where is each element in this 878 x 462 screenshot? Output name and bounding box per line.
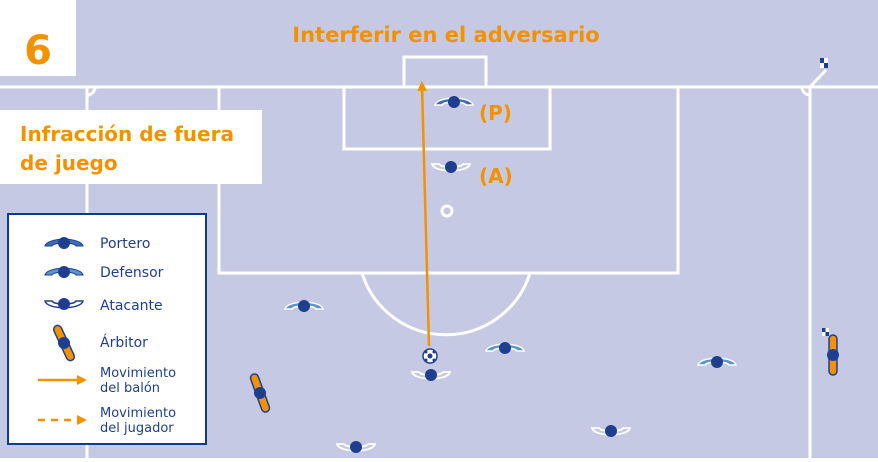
legend-player-move-2: del jugador [100,421,174,436]
attacker [410,369,452,381]
subtitle-line-1: Infracción de fuera [20,122,234,146]
attacker-icon [44,298,84,310]
referee-icon [52,324,76,362]
assistant-flag-icon [822,328,829,336]
subtitle-box [0,110,262,184]
attacker-a [430,161,472,173]
legend-referee: Árbitor [100,334,148,351]
penalty-spot [440,204,454,218]
subtitle-line-2: de juego [20,151,118,175]
label-a: (A) [479,164,513,188]
defender [485,342,525,354]
corner-arc-left [86,86,97,97]
goal [402,55,488,89]
number-box [0,0,76,76]
defender [697,356,737,368]
legend-box [7,213,207,445]
assistant-referee [827,334,839,376]
corner-flag-icon [820,58,828,68]
attacker [335,441,377,453]
defender [284,300,324,312]
legend-ball-move-2: del balón [100,381,160,396]
diagram-number: 6 [24,28,52,74]
legend-ball-move-1: Movimiento [100,366,176,381]
referee [249,373,271,413]
goalkeeper-p [434,96,474,108]
legend-attacker: Atacante [100,298,163,314]
corner-arc-right [800,86,811,97]
label-p: (P) [479,101,512,125]
diagram-title: Interferir en el adversario [292,23,599,47]
legend: Portero Defensor Atacante Árbitor Movimi… [7,213,207,445]
attacker [590,425,632,437]
ball-icon [422,348,438,364]
corner-flag-pole [808,68,828,89]
legend-defender: Defensor [100,265,164,281]
defender-icon [44,266,84,278]
ball-movement-arrow [417,81,431,347]
goalkeeper-icon [44,237,84,249]
legend-player-move-1: Movimiento [100,406,176,421]
penalty-arc [360,272,532,337]
legend-goalkeeper: Portero [100,236,150,252]
pitch-lines [0,55,878,458]
